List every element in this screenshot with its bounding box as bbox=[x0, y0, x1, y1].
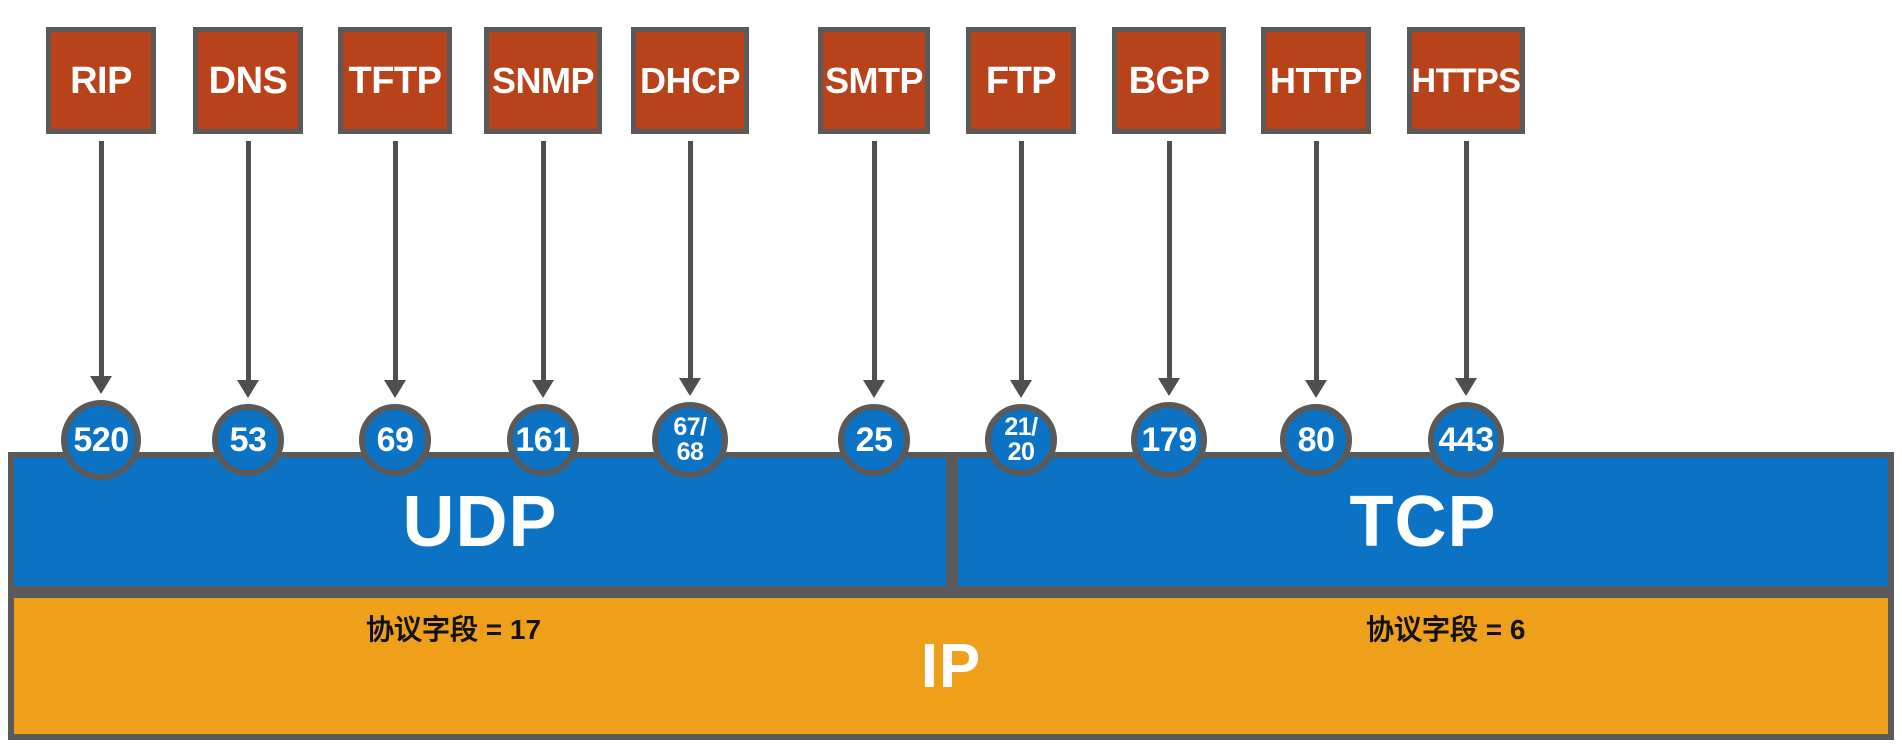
protocol-box-snmp[interactable]: SNMP bbox=[484, 27, 602, 134]
protocol-box-dns[interactable]: DNS bbox=[193, 27, 303, 134]
protocol-box-bgp[interactable]: BGP bbox=[1112, 27, 1226, 134]
arrowhead-rip bbox=[90, 376, 112, 394]
port-number-line: 443 bbox=[1438, 420, 1494, 459]
protocol-box-label: TFTP bbox=[348, 59, 442, 102]
arrowhead-tftp bbox=[384, 380, 406, 398]
tcp-band: TCP bbox=[952, 452, 1894, 592]
arrowhead-https bbox=[1455, 378, 1477, 396]
protocol-box-label: SMTP bbox=[824, 59, 924, 101]
protocol-box-dhcp[interactable]: DHCP bbox=[631, 27, 749, 134]
port-number-line: 68 bbox=[676, 438, 704, 466]
port-number-line: 161 bbox=[515, 420, 571, 459]
port-circle-80[interactable]: 80 bbox=[1280, 404, 1352, 476]
protocol-box-label: HTTP bbox=[1270, 59, 1363, 101]
port-number: 21/20 bbox=[1004, 412, 1038, 466]
protocol-box-label: HTTPS bbox=[1411, 61, 1521, 100]
port-number-line: 53 bbox=[229, 420, 267, 459]
udp-band: UDP bbox=[8, 452, 952, 592]
port-circle-69[interactable]: 69 bbox=[359, 404, 431, 476]
arrowhead-smtp bbox=[863, 380, 885, 398]
ip-band: IP bbox=[8, 592, 1894, 740]
protocol-box-tftp[interactable]: TFTP bbox=[338, 27, 452, 134]
port-number: 25 bbox=[855, 420, 893, 459]
arrow-bgp bbox=[1166, 141, 1172, 378]
protocol-field-udp: 协议字段 = 17 bbox=[366, 614, 542, 645]
arrowhead-bgp bbox=[1158, 378, 1180, 396]
protocol-box-ftp[interactable]: FTP bbox=[966, 27, 1076, 134]
protocol-box-label: FTP bbox=[985, 59, 1057, 102]
port-circle-520[interactable]: 520 bbox=[61, 400, 141, 480]
port-circle-179[interactable]: 179 bbox=[1131, 402, 1207, 478]
arrow-ftp bbox=[1018, 141, 1024, 380]
port-number-line: 179 bbox=[1141, 420, 1197, 459]
port-number-line: 80 bbox=[1297, 420, 1335, 459]
protocol-box-http[interactable]: HTTP bbox=[1261, 27, 1371, 134]
port-circle-161[interactable]: 161 bbox=[507, 404, 579, 476]
port-number: 179 bbox=[1141, 420, 1197, 459]
port-circle-53[interactable]: 53 bbox=[212, 404, 284, 476]
protocol-box-smtp[interactable]: SMTP bbox=[818, 27, 930, 134]
port-number: 443 bbox=[1438, 420, 1494, 459]
arrow-smtp bbox=[871, 141, 877, 380]
port-circle-67-68[interactable]: 67/68 bbox=[652, 402, 728, 478]
port-number-line: 69 bbox=[376, 420, 414, 459]
arrow-https bbox=[1463, 141, 1469, 378]
protocol-box-https[interactable]: HTTPS bbox=[1407, 27, 1525, 134]
port-circle-25[interactable]: 25 bbox=[838, 404, 910, 476]
protocol-box-label: RIP bbox=[70, 59, 132, 102]
arrow-snmp bbox=[540, 141, 546, 380]
port-number-line: 520 bbox=[73, 420, 129, 459]
port-circle-443[interactable]: 443 bbox=[1428, 402, 1504, 478]
arrow-rip bbox=[98, 141, 104, 376]
port-number-line: 25 bbox=[855, 420, 893, 459]
arrow-http bbox=[1313, 141, 1319, 380]
protocol-box-label: DNS bbox=[208, 59, 288, 102]
arrow-dns bbox=[245, 141, 251, 380]
udp-label: UDP bbox=[402, 482, 558, 562]
arrowhead-dns bbox=[237, 380, 259, 398]
arrowhead-dhcp bbox=[679, 378, 701, 396]
port-circle-21-20[interactable]: 21/20 bbox=[985, 404, 1057, 476]
protocol-box-label: SNMP bbox=[491, 59, 595, 101]
arrow-dhcp bbox=[687, 141, 693, 378]
protocol-box-label: DHCP bbox=[639, 59, 741, 101]
port-number-line: 21/ bbox=[1004, 412, 1038, 441]
port-number: 53 bbox=[229, 420, 267, 459]
protocol-box-rip[interactable]: RIP bbox=[46, 27, 156, 134]
protocol-box-label: BGP bbox=[1128, 59, 1210, 102]
port-number: 80 bbox=[1297, 420, 1335, 459]
port-number-line: 20 bbox=[1007, 438, 1035, 466]
ip-label: IP bbox=[920, 631, 982, 701]
port-number: 69 bbox=[376, 420, 414, 459]
protocol-field-tcp: 协议字段 = 6 bbox=[1366, 614, 1526, 645]
arrowhead-http bbox=[1305, 380, 1327, 398]
arrowhead-ftp bbox=[1010, 380, 1032, 398]
port-number: 161 bbox=[515, 420, 571, 459]
port-number-line: 67/ bbox=[673, 412, 707, 441]
arrow-tftp bbox=[392, 141, 398, 380]
port-number: 67/68 bbox=[673, 412, 707, 466]
arrowhead-snmp bbox=[532, 380, 554, 398]
port-number: 520 bbox=[73, 420, 129, 459]
tcp-label: TCP bbox=[1349, 482, 1497, 562]
